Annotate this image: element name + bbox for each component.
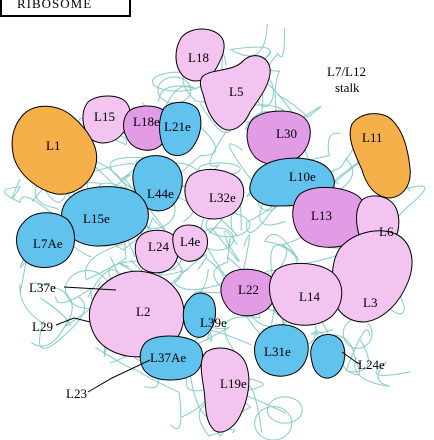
protein-l37ae-shape bbox=[139, 335, 203, 381]
label-l5: L5 bbox=[229, 84, 243, 99]
diagram-title: RIBOSOME bbox=[17, 0, 92, 11]
label-l15e: L15e bbox=[83, 211, 110, 226]
label-l44e: L44e bbox=[147, 186, 174, 201]
label-l4e: L4e bbox=[180, 234, 200, 249]
rrna-strand bbox=[213, 230, 241, 303]
protein-l21e-shape bbox=[159, 101, 202, 156]
title-box: RIBOSOME bbox=[0, 0, 131, 17]
label-l7ae: L7Ae bbox=[33, 236, 63, 251]
label-l14: L14 bbox=[299, 289, 320, 304]
rrna-loop bbox=[266, 396, 303, 424]
label-l37ae: L37Ae bbox=[150, 350, 186, 365]
protein-l22-shape bbox=[220, 268, 277, 317]
label-stalk: stalk bbox=[335, 80, 360, 95]
label-l24: L24 bbox=[148, 239, 169, 254]
label-l39e: L39e bbox=[200, 315, 227, 330]
label-l2: L2 bbox=[136, 304, 150, 319]
protein-l24e-shape bbox=[310, 334, 346, 379]
label-l7-l12: L7/L12 bbox=[327, 64, 366, 79]
protein-l7ae-shape bbox=[16, 212, 75, 268]
protein-l32e-shape bbox=[184, 169, 245, 220]
protein-labels: L18 L5 L7/L12 stalk L15 L18e L21e L30 L1… bbox=[29, 50, 394, 401]
rrna-strand bbox=[19, 284, 86, 349]
label-l29: L29 bbox=[32, 319, 53, 334]
rrna-strand bbox=[31, 297, 71, 347]
protein-l24-shape bbox=[134, 229, 180, 274]
protein-l18e-shape bbox=[123, 105, 170, 151]
label-l1: L1 bbox=[46, 138, 60, 153]
protein-l4e-shape bbox=[172, 224, 209, 262]
label-l21e: L21e bbox=[164, 119, 191, 134]
label-l23: L23 bbox=[66, 386, 87, 401]
label-l19e: L19e bbox=[220, 376, 247, 391]
protein-shapes bbox=[11, 28, 413, 433]
label-l18: L18 bbox=[188, 50, 209, 65]
leader-l37e bbox=[63, 286, 117, 291]
protein-l5-shape bbox=[199, 55, 271, 131]
rrna-loop bbox=[157, 76, 192, 104]
label-l13: L13 bbox=[311, 208, 332, 223]
rrna-strand bbox=[191, 315, 252, 346]
label-l37e: L37e bbox=[29, 280, 56, 295]
protein-l31e-shape bbox=[254, 324, 309, 377]
leader-l23 bbox=[87, 359, 151, 393]
label-l30: L30 bbox=[276, 126, 297, 141]
leader-l29 bbox=[55, 317, 91, 326]
label-l10e: L10e bbox=[289, 169, 316, 184]
protein-l15-shape bbox=[82, 95, 131, 144]
leader-l24e bbox=[341, 351, 361, 365]
label-l3: L3 bbox=[363, 295, 377, 310]
rrna-strand bbox=[95, 347, 182, 430]
label-l18e: L18e bbox=[133, 114, 160, 129]
protein-l30-shape bbox=[246, 110, 311, 165]
label-l31e: L31e bbox=[264, 344, 291, 359]
label-l6: L6 bbox=[379, 224, 394, 239]
protein-l44e-shape bbox=[132, 155, 183, 212]
protein-l14-shape bbox=[268, 263, 343, 326]
label-l15: L15 bbox=[94, 109, 115, 124]
label-l24e: L24e bbox=[358, 357, 385, 372]
protein-l19e-shape bbox=[200, 347, 250, 433]
leader-lines bbox=[55, 286, 361, 393]
rrna-strand bbox=[354, 357, 411, 387]
protein-l1-shape bbox=[11, 105, 98, 195]
protein-l39e-shape bbox=[182, 292, 217, 338]
label-l11: L11 bbox=[362, 130, 382, 145]
label-l32e: L32e bbox=[209, 190, 236, 205]
protein-l11-shape bbox=[349, 113, 411, 199]
label-l22: L22 bbox=[238, 282, 259, 297]
rrna-strand bbox=[3, 178, 56, 217]
